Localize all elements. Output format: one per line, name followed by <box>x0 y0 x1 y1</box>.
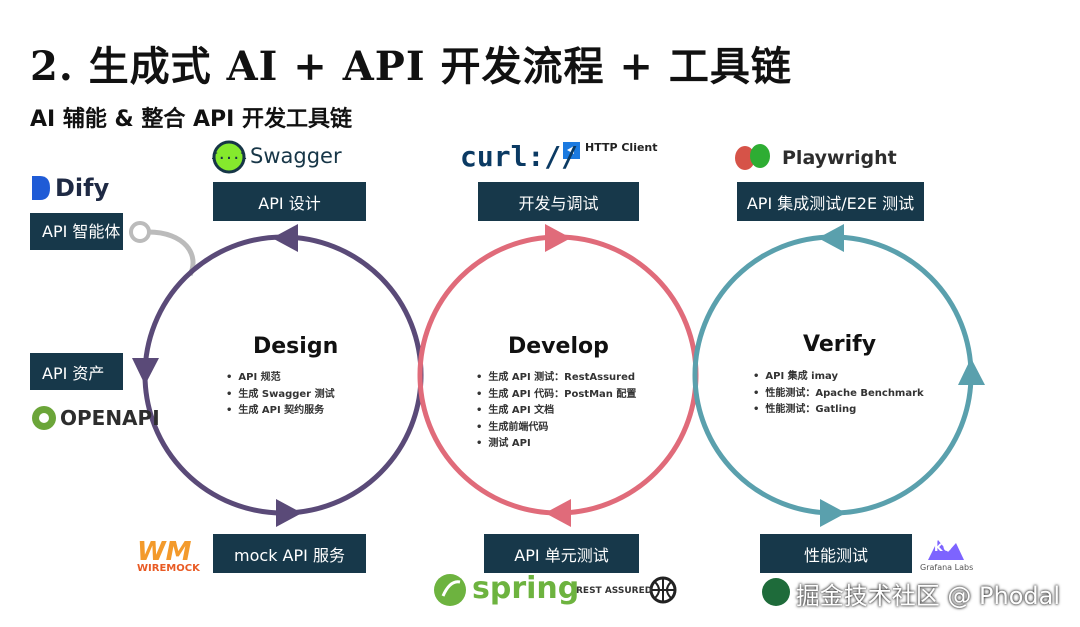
k6-icon <box>928 540 964 560</box>
develop-bottom-label: API 单元测试 <box>484 534 639 573</box>
watermark-text: 掘金技术社区 @ Phodal <box>795 582 1060 610</box>
swagger-icon <box>212 140 246 174</box>
list-item: 生成 API 文档 <box>476 403 636 420</box>
openapi-logo: OPENAPI <box>60 406 160 430</box>
swagger-logo: Swagger <box>250 144 342 168</box>
develop-title: Develop <box>508 334 609 359</box>
list-item: 测试 API <box>476 436 636 453</box>
spring-icon <box>434 574 466 606</box>
svg-text:{···}: {···} <box>211 151 247 165</box>
develop-top-label: 开发与调试 <box>478 182 639 221</box>
dify-icon <box>32 176 50 200</box>
spring-logo: spring <box>472 571 580 606</box>
list-item: 生成 API 代码：PostMan 配置 <box>476 387 636 404</box>
develop-arrow-bottom <box>545 499 571 527</box>
verify-arrow-top <box>818 224 844 252</box>
grafana-logo: Grafana Labs <box>920 563 974 572</box>
verify-arrow-bottom <box>820 499 846 527</box>
list-item: 性能测试：Gatling <box>753 402 924 419</box>
agent-connector <box>147 229 196 277</box>
develop-bullets: 生成 API 测试：RestAssured 生成 API 代码：PostMan … <box>476 370 636 453</box>
list-item: API 集成 imay <box>753 369 924 386</box>
design-arrow-bottom <box>276 499 302 527</box>
agent-connector-dot <box>129 221 151 243</box>
design-title: Design <box>253 334 339 359</box>
page-subtitle: AI 辅能 & 整合 API 开发工具链 <box>30 107 353 132</box>
design-top-label: API 设计 <box>213 182 366 221</box>
list-item: API 规范 <box>226 370 335 387</box>
list-item: 性能测试：Apache Benchmark <box>753 386 923 403</box>
playwright-icon <box>735 146 755 170</box>
watermark-icon <box>762 578 790 606</box>
assets-label: API 资产 <box>30 353 123 390</box>
wiremock-logo-bottom: WIREMOCK <box>137 563 200 574</box>
playwright-logo: Playwright <box>782 147 897 169</box>
verify-bullets: API 集成 imay 性能测试：Apache Benchmark 性能测试：G… <box>753 369 924 419</box>
list-item: 生成 API 契约服务 <box>226 403 335 420</box>
verify-title: Verify <box>803 332 877 357</box>
design-bottom-label: mock API 服务 <box>213 534 366 573</box>
list-item: 生成 API 测试：RestAssured <box>476 370 636 387</box>
develop-arrow-top <box>545 224 571 252</box>
agent-label: API 智能体 <box>30 213 123 250</box>
rest-assured-logo: REST ASSURED <box>576 586 653 596</box>
curl-logo: curl:// <box>460 140 579 173</box>
verify-bottom-label: 性能测试 <box>760 534 912 573</box>
verify-top-label: API 集成测试/E2E 测试 <box>737 182 924 221</box>
wiremock-logo-top: WM <box>137 537 192 567</box>
k6-logo: k6 <box>934 540 952 555</box>
design-arrow-left <box>132 358 159 385</box>
verify-arrow-right <box>958 358 985 385</box>
list-item: 生成 Swagger 测试 <box>226 387 334 404</box>
list-item: 生成前端代码 <box>476 420 636 437</box>
design-arrow-top <box>272 224 298 252</box>
http-client-logo: HTTP Client <box>585 141 658 154</box>
page-title: 2. 生成式 AI + API 开发流程 + 工具链 <box>30 43 792 90</box>
design-bullets: API 规范 生成 Swagger 测试 生成 API 契约服务 <box>226 370 335 420</box>
dify-logo: Dify <box>55 174 110 202</box>
